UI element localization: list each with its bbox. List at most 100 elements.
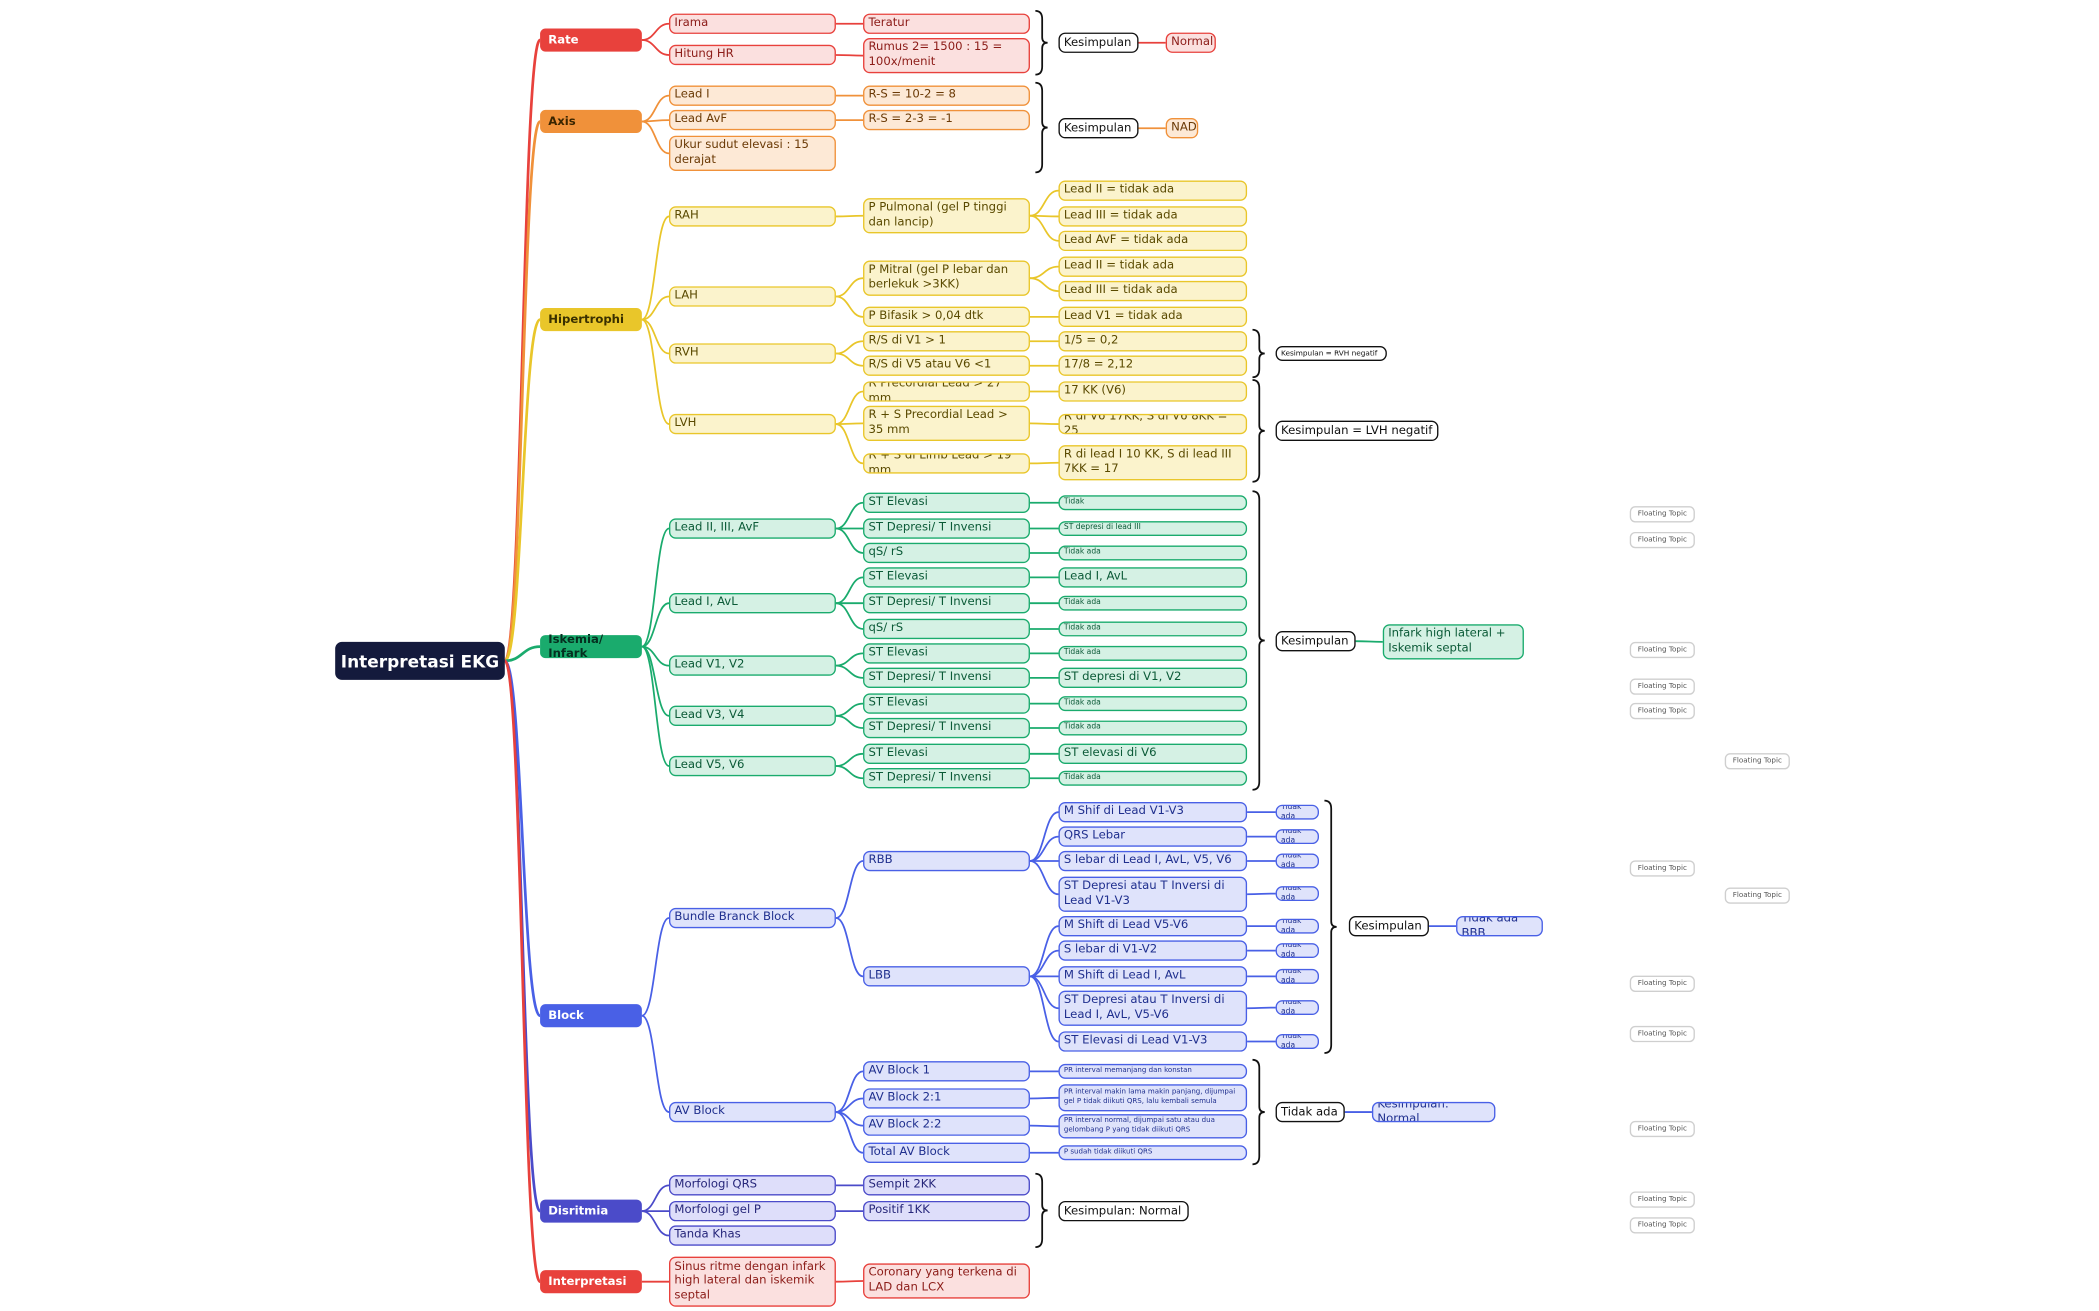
isk-g1[interactable]: Lead II, III, AvF (669, 518, 836, 539)
blk-lbb-b[interactable]: S lebar di V1-V2 (1058, 940, 1248, 961)
isk-g2-c-r[interactable]: Tidak ada (1058, 621, 1248, 637)
branch-interpretasi[interactable]: Interpretasi (540, 1270, 642, 1294)
isk-g4-b-r[interactable]: Tidak ada (1058, 720, 1248, 736)
blk-av1-d[interactable]: PR interval memanjang dan konstan (1058, 1063, 1248, 1079)
branch-hipertrophi[interactable]: Hipertrophi (540, 308, 642, 332)
floating-topic[interactable]: Floating Topic (1629, 860, 1695, 877)
rate-hitung-hr[interactable]: Hitung HR (669, 44, 836, 66)
dis-p[interactable]: Morfologi gel P (669, 1200, 836, 1222)
hip-p-mitral[interactable]: P Mitral (gel P lebar dan berlekuk >3KK) (863, 260, 1030, 296)
floating-topic[interactable]: Floating Topic (1629, 1191, 1695, 1208)
rate-rumus[interactable]: Rumus 2= 1500 : 15 = 100x/menit (863, 37, 1030, 74)
isk-g2-a[interactable]: ST Elevasi (863, 567, 1030, 588)
axis-sudut[interactable]: Ukur sudut elevasi : 15 derajat (669, 135, 836, 171)
blk-av4-d[interactable]: P sudah tidak diikuti QRS (1058, 1145, 1248, 1161)
hip-lvh-b[interactable]: R di V6 17KK, S di V6 8KK = 25 (1058, 413, 1248, 435)
branch-block[interactable]: Block (540, 1004, 642, 1028)
blk-bbb[interactable]: Bundle Branck Block (669, 907, 836, 929)
root-topic[interactable]: Interpretasi EKG (335, 641, 505, 680)
hip-rvh-kesimpulan[interactable]: Kesimpulan = RVH negatif (1275, 346, 1387, 361)
branch-iskemia[interactable]: Iskemia/ Infark (540, 633, 642, 660)
hip-lvh-kesimpulan[interactable]: Kesimpulan = LVH negatif (1275, 420, 1439, 442)
blk-av3[interactable]: AV Block 2:2 (863, 1115, 1030, 1136)
isk-g2-c[interactable]: qS/ rS (863, 618, 1030, 640)
floating-topic[interactable]: Floating Topic (1629, 1120, 1695, 1138)
hip-p-bifasik[interactable]: P Bifasik > 0,04 dtk (863, 306, 1030, 328)
floating-topic[interactable]: Floating Topic (1629, 678, 1695, 695)
floating-topic[interactable]: Floating Topic (1629, 531, 1695, 549)
dis-qrs[interactable]: Morfologi QRS (669, 1175, 836, 1196)
hip-rs-v1[interactable]: R/S di V1 > 1 (863, 331, 1030, 352)
hip-lah-l3[interactable]: Lead III = tidak ada (1058, 280, 1248, 302)
rate-kesimpulan[interactable]: Kesimpulan (1058, 32, 1139, 53)
blk-rbb-c[interactable]: S lebar di Lead I, AvL, V5, V6 (1058, 850, 1248, 872)
isk-g1-c-r[interactable]: Tidak ada (1058, 545, 1248, 561)
blk-lbb-d[interactable]: ST Depresi atau T Inversi di Lead I, AvL… (1058, 990, 1248, 1026)
isk-g1-b[interactable]: ST Depresi/ T Invensi (863, 518, 1030, 539)
isk-g1-b-r[interactable]: ST depresi di lead III (1058, 521, 1248, 537)
blk-lbb-b-r[interactable]: Tidak ada (1275, 943, 1320, 959)
hip-rah-l3[interactable]: Lead III = tidak ada (1058, 206, 1248, 227)
hip-lvh-a[interactable]: 17 KK (V6) (1058, 381, 1248, 402)
branch-rate[interactable]: Rate (540, 28, 642, 52)
hip-lah[interactable]: LAH (669, 286, 836, 307)
blk-rbb-d-r[interactable]: Tidak ada (1275, 886, 1320, 902)
blk-rbb-d[interactable]: ST Depresi atau T Inversi di Lead V1-V3 (1058, 876, 1248, 912)
interp-text[interactable]: Sinus ritme dengan infark high lateral d… (669, 1256, 836, 1307)
blk-rbb[interactable]: RBB (863, 850, 1030, 872)
floating-topic[interactable]: Floating Topic (1629, 975, 1695, 992)
floating-topic[interactable]: Floating Topic (1629, 641, 1695, 659)
axis-kesimpulan[interactable]: Kesimpulan (1058, 118, 1139, 139)
isk-g5-b[interactable]: ST Depresi/ T Invensi (863, 768, 1030, 789)
hip-rah-avf[interactable]: Lead AvF = tidak ada (1058, 230, 1248, 252)
floating-topic[interactable]: Floating Topic (1629, 506, 1695, 523)
hip-rs-v5[interactable]: R/S di V5 atau V6 <1 (863, 355, 1030, 376)
dis-khas[interactable]: Tanda Khas (669, 1225, 836, 1246)
rate-teratur[interactable]: Teratur (863, 13, 1030, 34)
isk-g3-a[interactable]: ST Elevasi (863, 643, 1030, 664)
rate-result[interactable]: Normal (1165, 32, 1216, 53)
isk-g1-a-r[interactable]: Tidak (1058, 495, 1248, 511)
axis-rs1[interactable]: R-S = 10-2 = 8 (863, 85, 1030, 106)
blk-lbb-a[interactable]: M Shift di Lead V5-V6 (1058, 915, 1248, 937)
blk-av4[interactable]: Total AV Block (863, 1142, 1030, 1163)
axis-rs2[interactable]: R-S = 2-3 = -1 (863, 109, 1030, 131)
floating-topic[interactable]: Floating Topic (1629, 1025, 1695, 1043)
isk-g4[interactable]: Lead V3, V4 (669, 705, 836, 726)
isk-g4-b[interactable]: ST Depresi/ T Invensi (863, 717, 1030, 739)
blk-lbb[interactable]: LBB (863, 966, 1030, 987)
floating-topic[interactable]: Floating Topic (1629, 1217, 1695, 1234)
dis-kesimpulan[interactable]: Kesimpulan: Normal (1058, 1200, 1189, 1222)
blk-av3-d[interactable]: PR interval normal, dijumpai satu atau d… (1058, 1114, 1248, 1139)
axis-lead-i[interactable]: Lead I (669, 85, 836, 106)
isk-g5-a-r[interactable]: ST elevasi di V6 (1058, 743, 1248, 764)
blk-av[interactable]: AV Block (669, 1101, 836, 1123)
isk-kesimpulan[interactable]: Kesimpulan (1275, 631, 1356, 652)
hip-lvh[interactable]: LVH (669, 413, 836, 435)
isk-g1-a[interactable]: ST Elevasi (863, 492, 1030, 513)
isk-g2-b[interactable]: ST Depresi/ T Invensi (863, 593, 1030, 614)
hip-rah[interactable]: RAH (669, 206, 836, 227)
hip-lah-v1[interactable]: Lead V1 = tidak ada (1058, 306, 1248, 328)
isk-g4-a[interactable]: ST Elevasi (863, 693, 1030, 714)
hip-lah-l2[interactable]: Lead II = tidak ada (1058, 256, 1248, 277)
blk-av2-d[interactable]: PR interval makin lama makin panjang, di… (1058, 1084, 1248, 1112)
isk-g2-b-r[interactable]: Tidak ada (1058, 595, 1248, 611)
hip-rs-limb[interactable]: R + S di Limb Lead > 19 mm (863, 453, 1030, 474)
hip-r-prec[interactable]: R Precordial Lead > 27 mm (863, 381, 1030, 402)
isk-g3[interactable]: Lead V1, V2 (669, 655, 836, 676)
blk-av2[interactable]: AV Block 2:1 (863, 1088, 1030, 1109)
hip-rvh-v5[interactable]: 17/8 = 2,12 (1058, 355, 1248, 376)
branch-axis[interactable]: Axis (540, 109, 642, 133)
blk-av1[interactable]: AV Block 1 (863, 1061, 1030, 1082)
isk-g2[interactable]: Lead I, AvL (669, 593, 836, 614)
blk-rbb-b[interactable]: QRS Lebar (1058, 826, 1248, 847)
isk-result[interactable]: Infark high lateral + Iskemik septal (1382, 624, 1524, 660)
hip-p-pulmonal[interactable]: P Pulmonal (gel P tinggi dan lancip) (863, 198, 1030, 234)
blk-av-tidak-ada[interactable]: Tidak ada (1275, 1101, 1345, 1123)
blk-rbb-b-r[interactable]: Tidak ada (1275, 829, 1320, 845)
blk-rbb-a-r[interactable]: Tidak ada (1275, 804, 1320, 820)
axis-result[interactable]: NAD (1165, 118, 1199, 139)
floating-topic[interactable]: Floating Topic (1629, 702, 1695, 720)
hip-rah-l2[interactable]: Lead II = tidak ada (1058, 180, 1248, 201)
